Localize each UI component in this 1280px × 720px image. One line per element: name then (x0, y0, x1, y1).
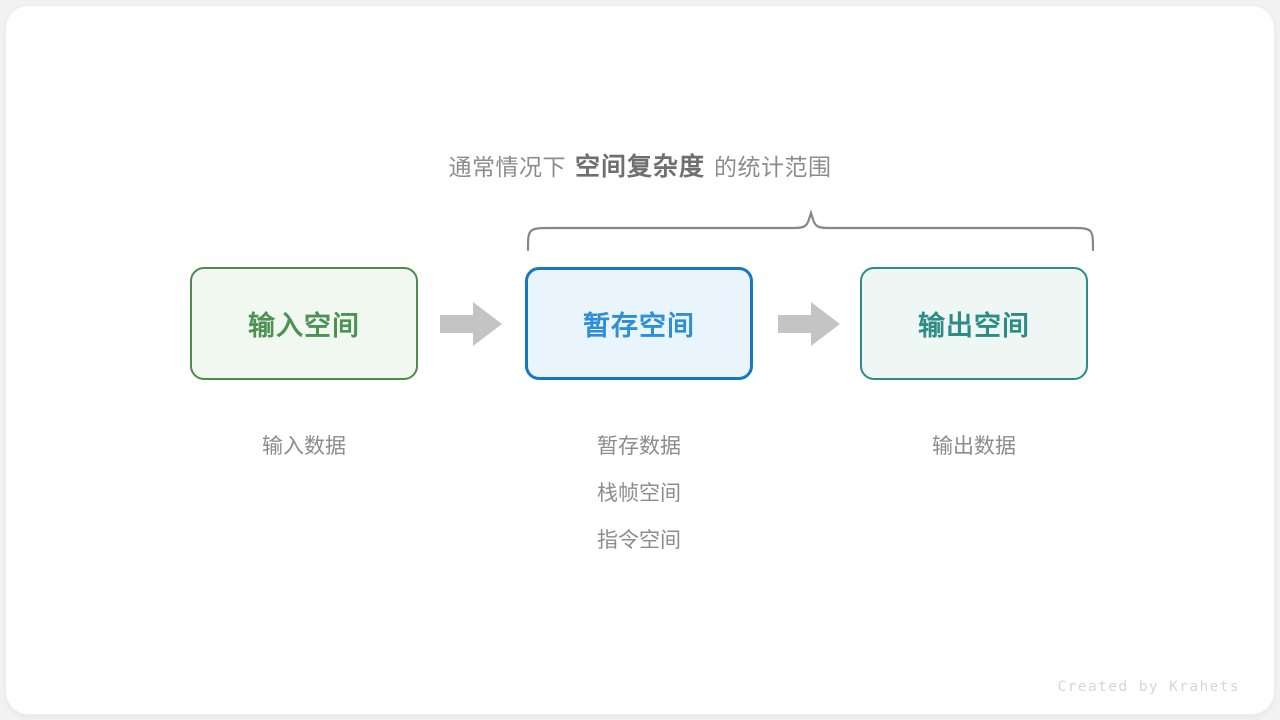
box-temp-space[interactable]: 暂存空间 (525, 267, 753, 380)
heading-emphasis: 空间复杂度 (574, 153, 705, 181)
box-input-space-label: 输入空间 (248, 311, 360, 341)
caption-line: 暂存数据 (597, 435, 681, 458)
box-output-space[interactable]: 输出空间 (860, 267, 1088, 380)
caption-line: 栈帧空间 (597, 482, 681, 505)
caption-line: 输入数据 (262, 435, 346, 458)
caption-line: 输出数据 (932, 435, 1016, 458)
box-output-space-label: 输出空间 (918, 311, 1030, 341)
caption-input-space: 输入数据 (190, 423, 418, 470)
box-input-space[interactable]: 输入空间 (190, 267, 418, 380)
heading-suffix: 的统计范围 (714, 154, 832, 180)
caption-temp-space: 暂存数据 栈帧空间 指令空间 (525, 423, 753, 564)
arrow-right-icon (440, 302, 502, 346)
box-temp-space-label: 暂存空间 (583, 311, 695, 341)
heading-prefix: 通常情况下 (448, 154, 566, 180)
scope-brace-icon (526, 209, 1095, 252)
caption-line: 指令空间 (597, 529, 681, 552)
caption-output-space: 输出数据 (860, 423, 1088, 470)
heading-text: 通常情况下空间复杂度的统计范围 (0, 150, 1280, 184)
watermark-credit: Created by Krahets (1057, 679, 1240, 695)
arrow-right-icon (778, 302, 840, 346)
